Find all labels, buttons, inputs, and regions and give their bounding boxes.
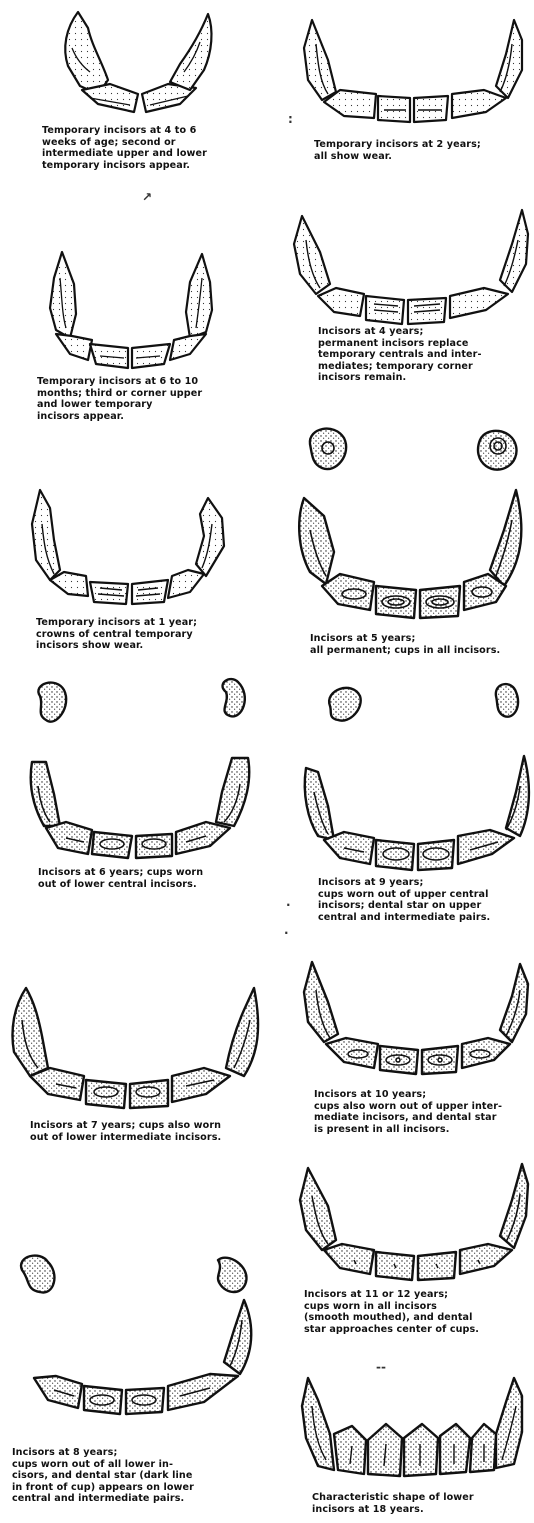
stray-mark: ↗ [142,190,152,204]
caption: Incisors at 6 years; cups worn out of lo… [38,867,258,890]
stray-mark: : [288,112,293,126]
caption: Incisors at 4 years; permanent incisors … [318,326,528,384]
stray-mark: -- [376,1360,386,1374]
caption: Temporary incisors at 1 year; crowns of … [36,617,236,652]
caption: Temporary incisors at 2 years; all show … [314,139,524,162]
jaw-illustration [28,484,228,614]
jaw-illustration [14,1250,264,1430]
panel-temp-6-10-months: Temporary incisors at 6 to 10 months; th… [40,248,230,458]
jaw-illustration [40,248,220,373]
jaw-illustration [300,676,534,876]
jaw-illustration [300,1376,530,1481]
panel-5-years: Incisors at 5 years; all permanent; cups… [290,420,534,670]
panel-temp-2-years: Temporary incisors at 2 years; all show … [296,14,526,184]
panel-8-years: Incisors at 8 years; cups worn out of al… [14,1250,264,1510]
jaw-illustration [290,204,530,329]
caption: Characteristic shape of lower incisors a… [312,1492,530,1515]
panel-4-years: Incisors at 4 years; permanent incisors … [290,204,530,414]
caption: Incisors at 8 years; cups worn out of al… [12,1447,257,1505]
panel-11-12-years: Incisors at 11 or 12 years; cups worn in… [296,1160,534,1360]
jaw-illustration [50,8,225,123]
jaw-illustration [8,980,266,1125]
caption: Incisors at 9 years; cups worn out of up… [318,877,534,923]
caption: Temporary incisors at 4 to 6 weeks of ag… [42,125,242,171]
jaw-illustration [26,676,266,866]
panel-18-years: Characteristic shape of lower incisors a… [300,1376,534,1523]
jaw-illustration [298,956,532,1086]
caption: Incisors at 10 years; cups also worn out… [314,1089,534,1135]
panel-9-years: Incisors at 9 years; cups worn out of up… [300,676,534,956]
caption: Incisors at 11 or 12 years; cups worn in… [304,1289,534,1335]
panel-10-years: Incisors at 10 years; cups also worn out… [298,956,534,1156]
panel-temp-4-6-weeks: Temporary incisors at 4 to 6 weeks of ag… [50,8,230,188]
caption: Incisors at 7 years; cups also worn out … [30,1120,270,1143]
panel-7-years: Incisors at 7 years; cups also worn out … [8,980,268,1150]
jaw-illustration [296,1160,530,1285]
jaw-illustration [296,14,526,129]
jaw-illustration [290,420,530,630]
stray-mark: · [286,898,291,912]
panel-6-years: Incisors at 6 years; cups worn out of lo… [26,676,266,896]
panel-temp-1-year: Temporary incisors at 1 year; crowns of … [28,484,228,684]
stray-mark: · [284,926,289,940]
caption: Incisors at 5 years; all permanent; cups… [310,633,534,656]
caption: Temporary incisors at 6 to 10 months; th… [37,376,237,422]
